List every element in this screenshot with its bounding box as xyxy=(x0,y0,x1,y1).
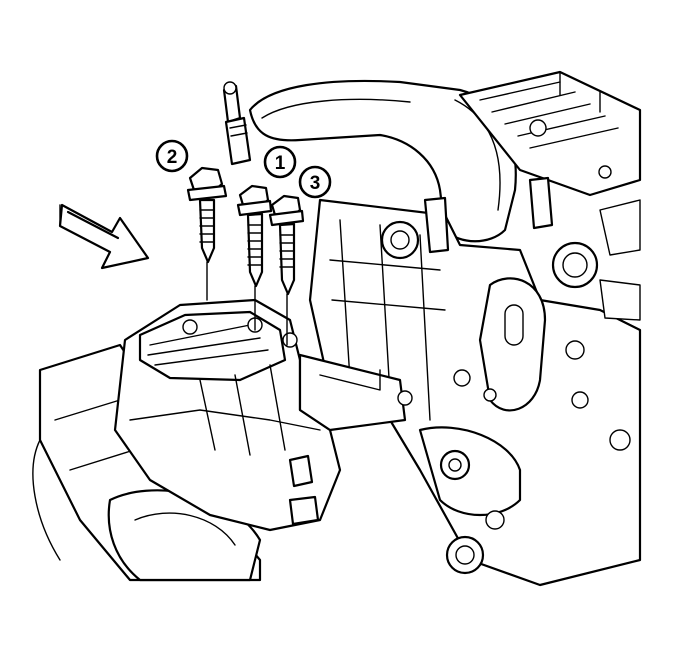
callout-label: 2 xyxy=(167,147,178,168)
callout-label: 1 xyxy=(275,153,286,174)
engine-mount xyxy=(113,298,413,532)
callout-1: 1 xyxy=(263,145,297,179)
callout-3: 3 xyxy=(298,165,332,199)
callout-label: 3 xyxy=(310,173,321,194)
bolt-1 xyxy=(236,184,273,331)
callout-2: 2 xyxy=(155,139,189,173)
direction-arrow-icon xyxy=(58,203,150,270)
bolt-3 xyxy=(268,194,305,346)
bolt-2 xyxy=(186,166,228,301)
stud-top xyxy=(222,81,252,166)
engine-block xyxy=(248,70,642,587)
